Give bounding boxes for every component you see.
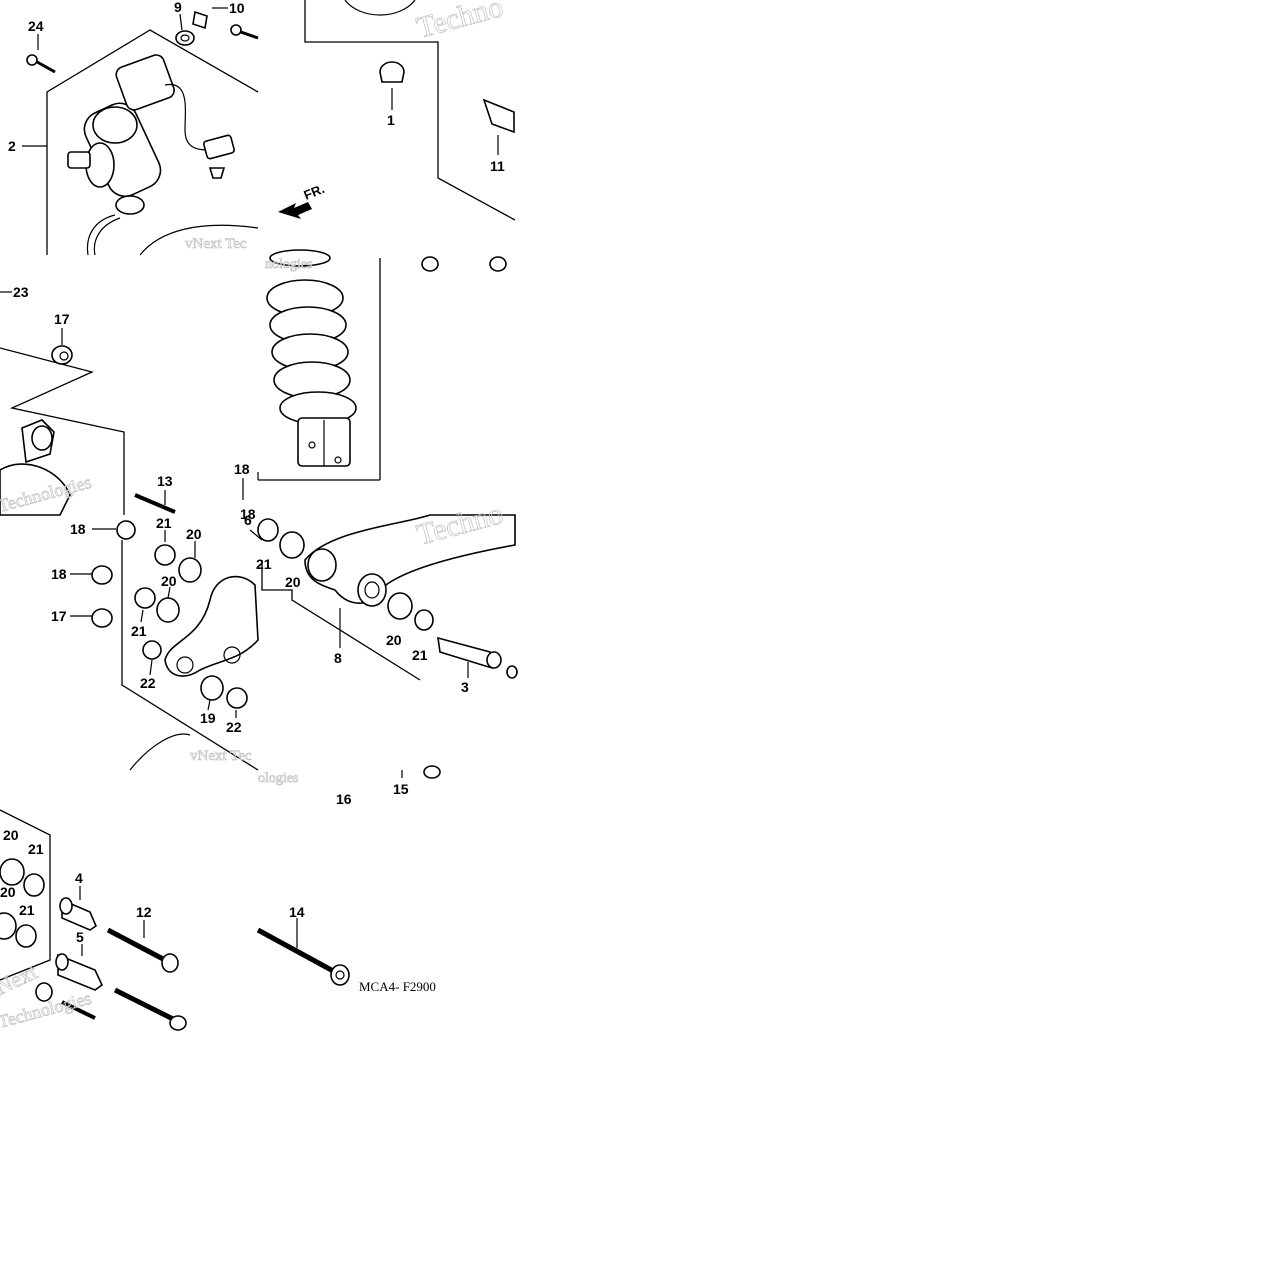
label-23: 23 <box>13 284 29 300</box>
label-22-a: 22 <box>140 675 156 691</box>
tile-top-right: FR. 1 11 <box>278 0 516 221</box>
label-21-e: 21 <box>28 841 44 857</box>
label-17-b: 17 <box>51 608 67 624</box>
diagram-code: MCA4- F2900 <box>359 979 436 994</box>
label-18-b: 18 <box>70 521 86 537</box>
label-19: 19 <box>200 710 216 726</box>
tile-center-left: 21 20 20 21 22 19 22 <box>121 515 259 771</box>
tile-bottom-left: 20 21 20 21 4 12 5 <box>0 809 187 1031</box>
label-21-a: 21 <box>156 515 172 531</box>
watermark-2: vNext Tec <box>185 236 247 252</box>
label-4: 4 <box>75 870 83 886</box>
label-18: 18 <box>234 461 250 477</box>
label-11: 11 <box>490 158 505 174</box>
label-20-f: 20 <box>0 884 16 900</box>
label-20-a: 20 <box>186 526 202 542</box>
label-20-c: 20 <box>285 574 301 590</box>
label-5: 5 <box>76 929 84 945</box>
label-20-d: 20 <box>386 632 402 648</box>
watermark-6: ologies <box>258 771 298 786</box>
tile-top-left: 24 9 10 2 <box>8 0 259 256</box>
watermark-1: Techno <box>413 0 506 45</box>
label-14: 14 <box>289 904 305 920</box>
label-24: 24 <box>28 18 44 34</box>
tile-center-right: 6 21 20 8 20 21 3 16 15 <box>244 512 518 807</box>
label-6: 6 <box>244 512 252 528</box>
label-13: 13 <box>157 473 173 489</box>
tile-bottom-right: 14 MCA4- F2900 <box>256 904 436 994</box>
label-16: 16 <box>336 791 352 807</box>
label-12: 12 <box>136 904 152 920</box>
label-15: 15 <box>393 781 409 797</box>
label-21-d: 21 <box>412 647 428 663</box>
watermark-3: nologies <box>265 257 312 272</box>
label-10: 10 <box>229 0 245 16</box>
label-21-b: 21 <box>131 623 147 639</box>
front-direction-arrow-icon <box>278 202 312 219</box>
label-20-b: 20 <box>161 573 177 589</box>
label-17: 17 <box>54 311 70 327</box>
label-1: 1 <box>387 112 395 128</box>
tile-mid-left: 23 17 13 18 18 18 17 <box>0 284 259 628</box>
label-21-c: 21 <box>256 556 272 572</box>
label-20-e: 20 <box>3 827 19 843</box>
label-18-c: 18 <box>51 566 67 582</box>
label-21-f: 21 <box>19 902 35 918</box>
label-18-d: 18 <box>240 506 256 522</box>
watermark-5: vNext Tec <box>190 748 252 764</box>
direction-label: FR. <box>302 181 327 203</box>
label-3: 3 <box>461 679 469 695</box>
label-2: 2 <box>8 138 16 154</box>
label-8: 8 <box>334 650 342 666</box>
label-9: 9 <box>174 0 182 15</box>
label-22-b: 22 <box>226 719 242 735</box>
tile-mid-right: 18 <box>240 249 507 522</box>
watermark-8: Next <box>0 959 41 1000</box>
